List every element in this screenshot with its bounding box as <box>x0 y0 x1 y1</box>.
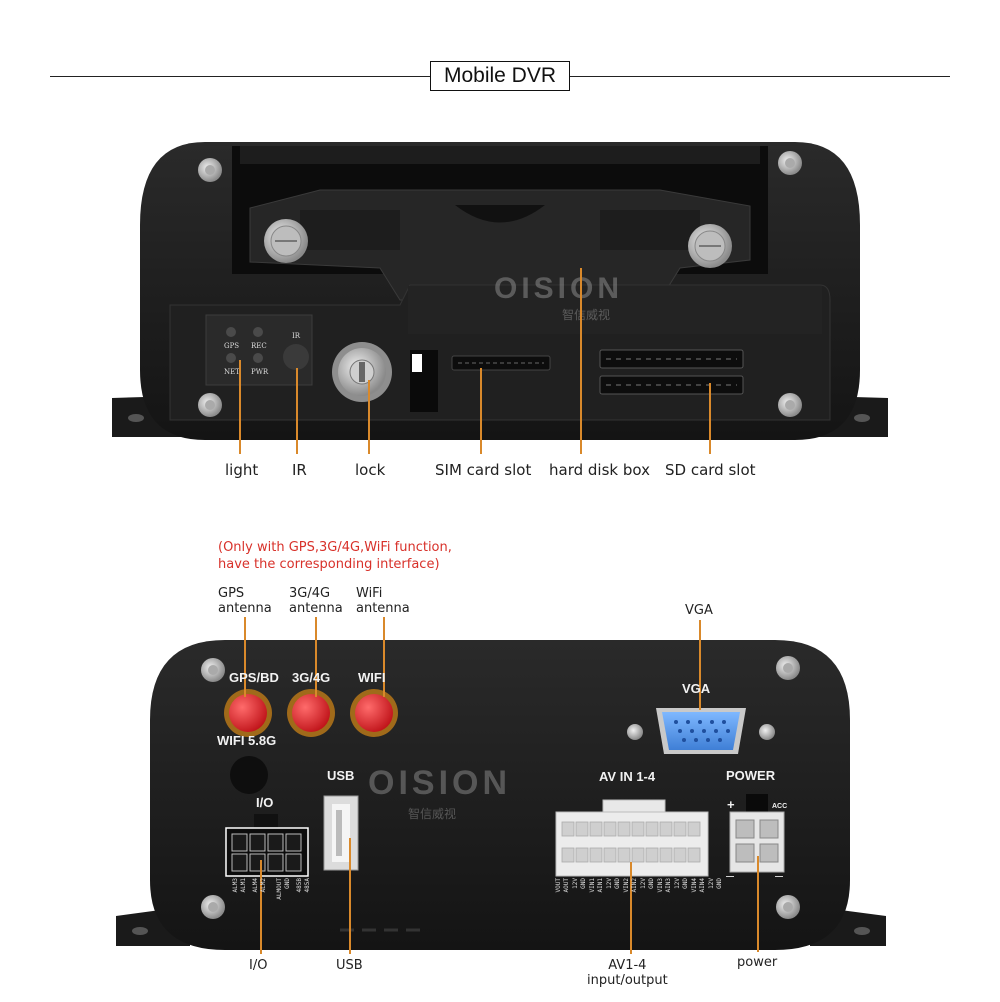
av-pin: 12V <box>572 878 579 889</box>
led-label-rec: REC <box>251 342 267 350</box>
brand-watermark-rear-sub: 智信威视 <box>408 807 457 821</box>
title-rule-right <box>570 76 950 77</box>
ir-sensor-label: IR <box>292 332 301 340</box>
callout-sd: SD card slot <box>665 461 756 479</box>
callout-light: light <box>225 461 259 479</box>
av-pin: 12V <box>674 878 681 889</box>
av-pin: 12V <box>606 878 613 889</box>
wifi-antenna-label: WiFi antenna <box>356 586 410 616</box>
leader-light <box>239 360 241 454</box>
wifi-antenna-label-line1: WiFi <box>356 586 383 601</box>
silk-acc: ACC <box>772 803 788 810</box>
silk-power: POWER <box>726 768 776 783</box>
silk-3g4g: 3G/4G <box>292 670 331 685</box>
av-pin: GND <box>716 878 723 889</box>
leader-av <box>630 862 632 954</box>
callout-usb: USB <box>336 958 363 973</box>
gps-antenna-label-line2: antenna <box>218 601 272 616</box>
leader-sim <box>480 368 482 454</box>
leader-ir <box>296 368 298 454</box>
silk-usb: USB <box>327 768 355 783</box>
gps-antenna-label: GPS antenna <box>218 586 272 616</box>
silk-gps-bd: GPS/BD <box>229 670 279 685</box>
io-pin: ALMOUT <box>276 878 283 900</box>
io-pin: 485B <box>296 878 303 893</box>
av-pin: GND <box>614 878 621 889</box>
av-pin: AIN2 <box>631 878 638 893</box>
av-pin: GND <box>682 878 689 889</box>
leader-usb <box>349 838 351 954</box>
wifi-antenna-label-line2: antenna <box>356 601 410 616</box>
silk-av-in: AV IN 1-4 <box>599 769 656 784</box>
leader-3g4g <box>315 617 317 697</box>
callout-ir: IR <box>292 461 307 479</box>
av-pin: AIN3 <box>665 878 672 893</box>
callout-hdd: hard disk box <box>549 461 650 479</box>
av-pin: 12V <box>640 878 647 889</box>
silk-io: I/O <box>256 795 274 810</box>
silk-minus-right: — <box>775 872 783 881</box>
brand-watermark-sub: 智信威视 <box>562 308 611 322</box>
leader-gps <box>244 617 246 697</box>
leader-wifi <box>383 617 385 697</box>
av-pin: GND <box>580 878 587 889</box>
leader-lock <box>368 380 370 454</box>
leader-vga <box>699 620 701 710</box>
silk-minus-left: — <box>726 872 734 881</box>
io-pin: 485A <box>304 878 311 893</box>
function-note-line2: have the corresponding interface) <box>218 557 440 572</box>
callout-av-line2: input/output <box>587 973 668 988</box>
page-title: Mobile DVR <box>430 61 570 91</box>
g3-antenna-label-line1: 3G/4G <box>289 586 331 601</box>
av-pin: GND <box>648 878 655 889</box>
brand-watermark: OISION <box>494 272 624 305</box>
led-label-pwr: PWR <box>251 368 269 376</box>
title-rule-left <box>50 76 430 77</box>
silk-vga: VGA <box>682 681 711 696</box>
brand-watermark-rear: OISION <box>368 764 512 802</box>
callout-av: AV1-4 input/output <box>587 958 668 988</box>
av-pin: 12V <box>708 878 715 889</box>
io-pin: ALM2 <box>260 878 267 893</box>
vga-top-label: VGA <box>685 603 713 618</box>
led-label-gps: GPS <box>224 342 240 350</box>
silk-plus: + <box>727 797 735 812</box>
io-pin: ALM1 <box>240 878 247 893</box>
gps-antenna-label-line1: GPS <box>218 586 245 601</box>
g3-antenna-label-line2: antenna <box>289 601 343 616</box>
leader-sd <box>709 383 711 454</box>
leader-hdd <box>580 268 582 454</box>
leader-power <box>757 856 759 952</box>
io-pin: ALM3 <box>232 878 239 893</box>
av-pin: AOUT <box>563 878 570 893</box>
callout-av-line1: AV1-4 <box>608 958 647 973</box>
leader-io <box>260 860 262 954</box>
av-pin: VIN4 <box>691 878 698 893</box>
io-pin: ALM4 <box>252 878 259 893</box>
av-pin: VOUT <box>555 878 562 893</box>
silk-wifi58: WIFI 5.8G <box>217 733 277 748</box>
av-pin: AIN4 <box>699 878 706 893</box>
function-note-line1: (Only with GPS,3G/4G,WiFi function, <box>218 540 452 555</box>
silk-wifi: WIFI <box>358 670 386 685</box>
callout-sim: SIM card slot <box>435 461 532 479</box>
av-pin: AIN1 <box>597 878 604 893</box>
av-pin-labels: VOUT AOUT 12V GND VIN1 AIN1 12V GND VIN2… <box>555 878 723 918</box>
av-pin: VIN2 <box>623 878 630 893</box>
g3-antenna-label: 3G/4G antenna <box>289 586 343 616</box>
av-pin: VIN1 <box>589 878 596 893</box>
callout-power: power <box>737 955 778 970</box>
function-note: (Only with GPS,3G/4G,WiFi function, have… <box>218 539 452 573</box>
av-pin: VIN3 <box>657 878 664 893</box>
io-pin: GND <box>284 878 291 889</box>
led-label-net: NET <box>224 368 240 376</box>
callout-lock: lock <box>355 461 386 479</box>
callout-io: I/O <box>249 958 268 973</box>
io-pin-labels: ALM3 ALM1 ALM4 ALM2 ALMOUT GND 485B 485A <box>232 878 312 908</box>
